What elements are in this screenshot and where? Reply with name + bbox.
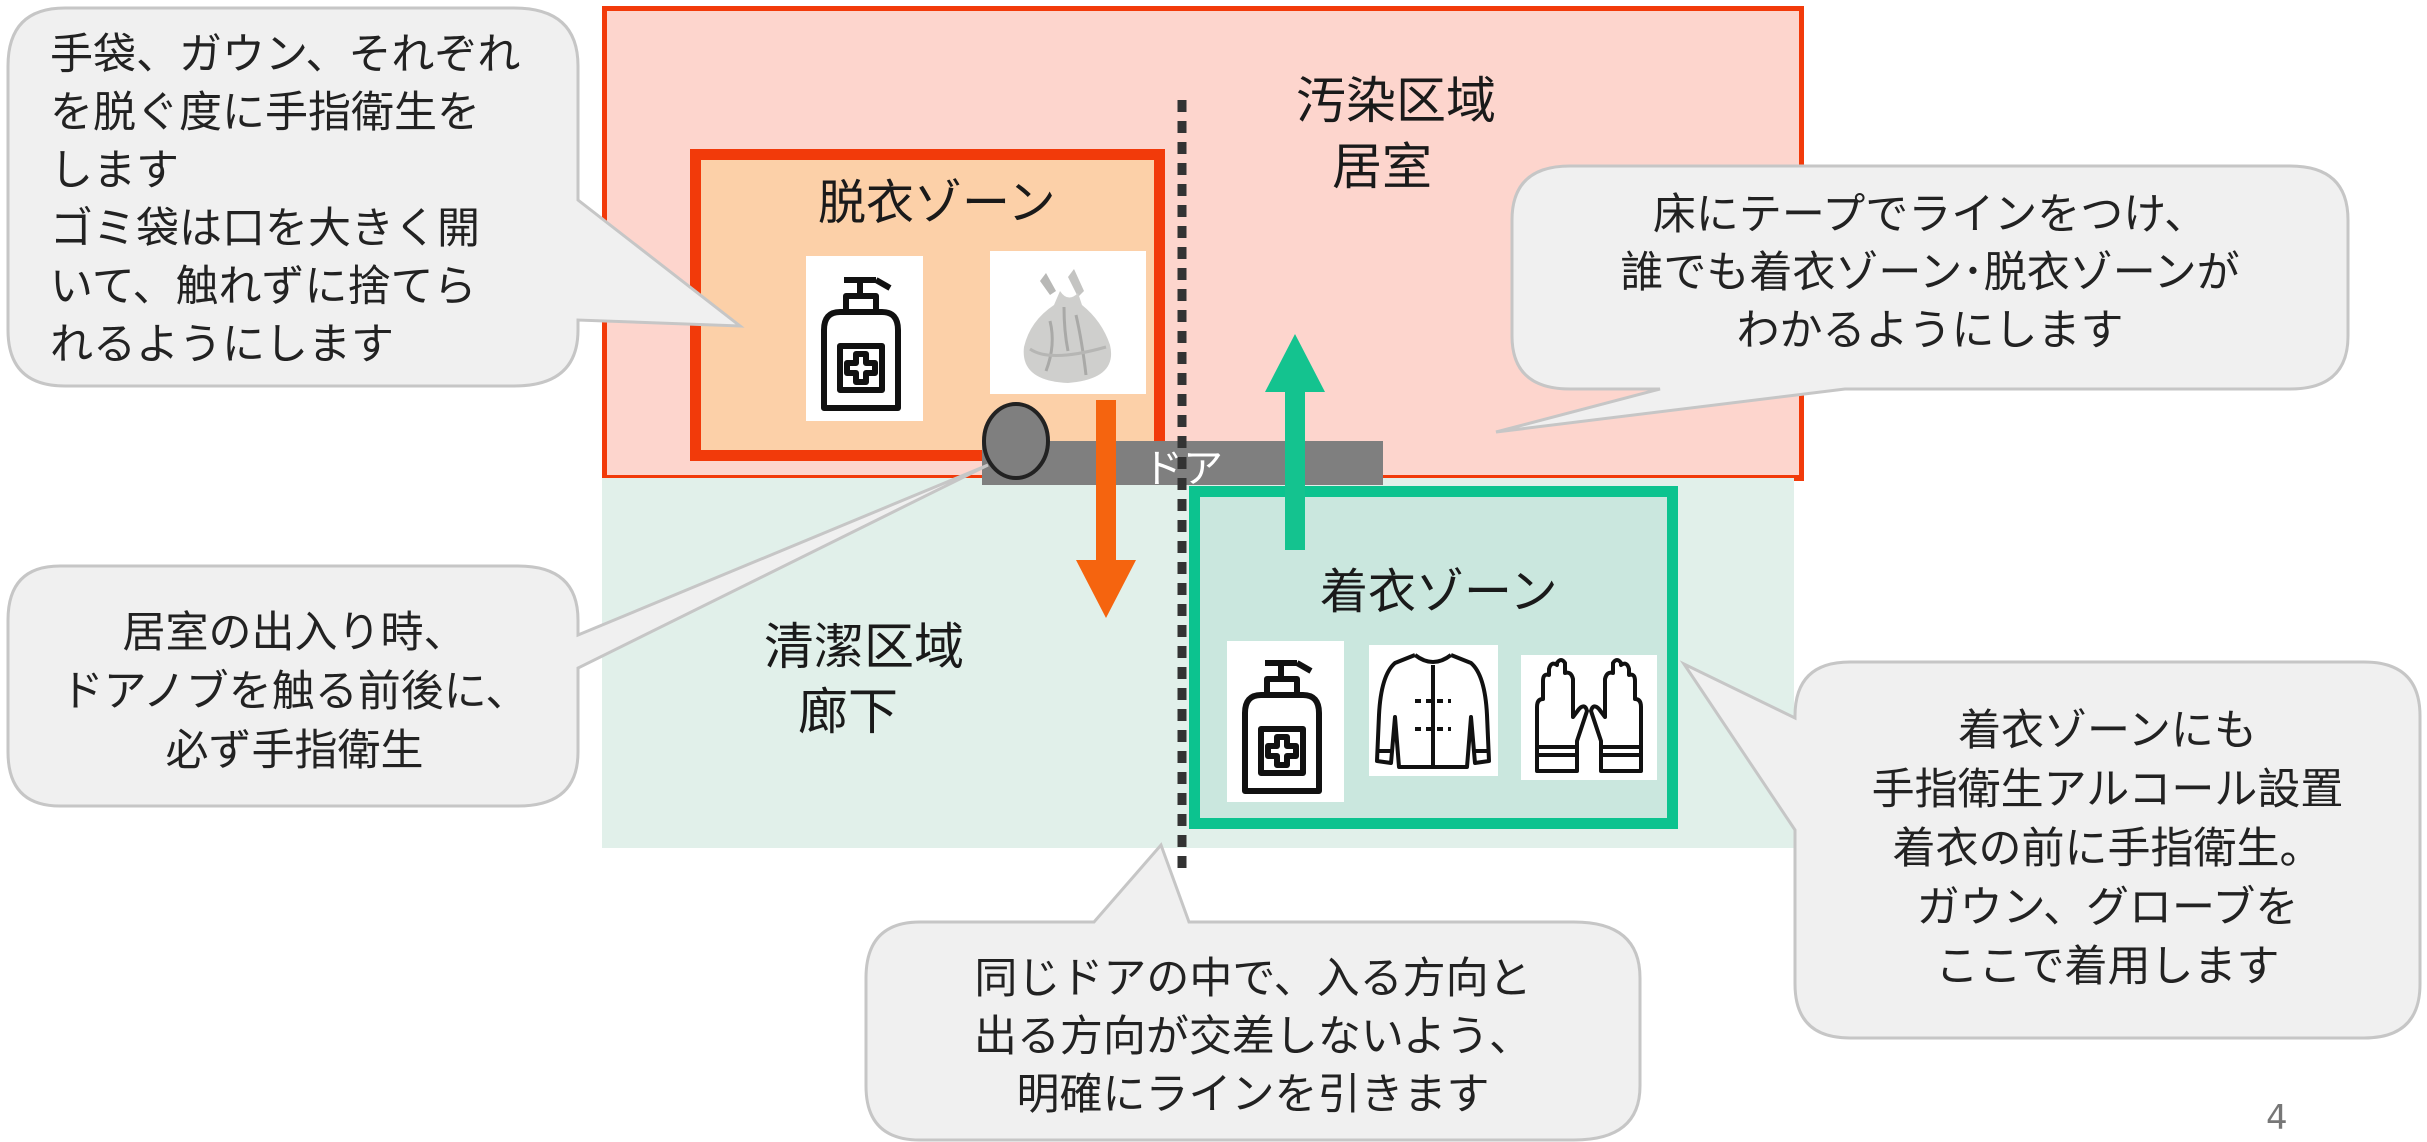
doorknob-icon: [982, 402, 1050, 480]
contaminated-zone-title: 汚染区域: [1296, 72, 1496, 130]
dress-zone-label: 着衣ゾーン: [1320, 564, 1558, 620]
callout-bubble-top-left: [6, 6, 745, 388]
hand-sanitizer-icon: [806, 256, 923, 421]
hand-sanitizer-icon: [1227, 641, 1344, 802]
door-label: ドア: [1143, 446, 1223, 492]
gown-icon: [1369, 645, 1498, 776]
undress-zone-label: 脱衣ゾーン: [818, 175, 1056, 231]
callout-bubble-top-right: [1495, 164, 2350, 434]
dress-zone: 着衣ゾーン: [1189, 486, 1678, 829]
gloves-icon: [1521, 655, 1657, 780]
trash-bag-icon: [990, 251, 1146, 394]
exit-arrow: [1076, 400, 1136, 618]
page-number: 4: [2266, 1098, 2288, 1138]
callout-text-top-left: 手袋、ガウン、それぞれ を脱ぐ度に手指衛生を します ゴミ袋は口を大きく開 いて…: [50, 30, 521, 370]
callout-bubble-mid-left: [6, 463, 989, 808]
clean-zone-title: 清潔区域: [764, 618, 964, 676]
clean-zone-subtitle: 廊下: [798, 683, 898, 741]
callout-text-top-right: 床にテープでラインをつけ、 誰でも着衣ゾーン･脱衣ゾーンが わかるようにします: [1620, 190, 2240, 356]
enter-arrow: [1265, 334, 1325, 550]
contaminated-zone-subtitle: 居室: [1332, 138, 1432, 196]
callout-text-bottom-center: 同じドアの中で、入る方向と 出る方向が交差しないよう、 明確にラインを引きます: [973, 954, 1533, 1120]
callout-text-mid-left: 居室の出入り時、 ドアノブを触る前後に、 必ず手指衛生: [60, 608, 529, 776]
callout-bubble-bottom-right: [1679, 660, 2422, 1040]
callout-bubble-bottom-center: [864, 842, 1642, 1142]
undress-zone: 脱衣ゾーン: [690, 149, 1165, 461]
callout-text-bottom-right: 着衣ゾーンにも 手指衛生アルコール設置 着衣の前に手指衛生。 ガウン、グローブを…: [1871, 706, 2344, 992]
